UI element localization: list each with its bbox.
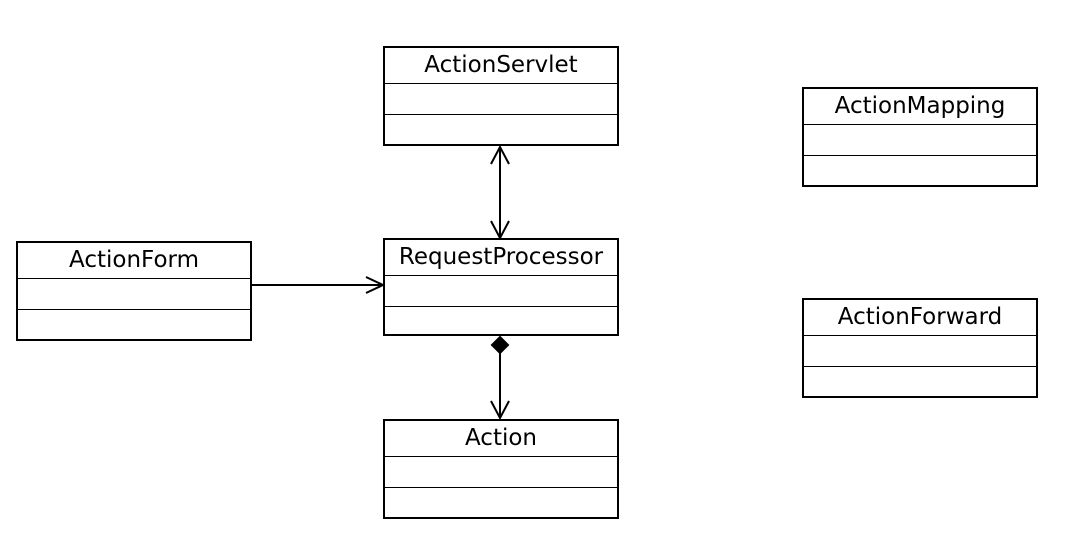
class-name-actionmapping: ActionMapping: [804, 89, 1036, 125]
class-actionforward: ActionForward: [802, 298, 1038, 398]
attributes-compartment-actionmapping: [804, 125, 1036, 156]
operations-compartment-action: [385, 488, 617, 517]
attributes-compartment-actionforward: [804, 336, 1036, 367]
class-actionservlet: ActionServlet: [383, 46, 619, 146]
class-actionform: ActionForm: [16, 241, 252, 341]
operations-compartment-actionforward: [804, 367, 1036, 396]
composition-processor-action: [490, 335, 510, 421]
class-requestprocessor: RequestProcessor: [383, 238, 619, 336]
operations-compartment-actionmapping: [804, 156, 1036, 185]
attributes-compartment-requestprocessor: [385, 276, 617, 307]
class-name-action: Action: [385, 421, 617, 457]
class-action: Action: [383, 419, 619, 519]
class-name-actionservlet: ActionServlet: [385, 48, 617, 84]
association-form-processor: [252, 276, 386, 294]
operations-compartment-actionservlet: [385, 115, 617, 144]
attributes-compartment-action: [385, 457, 617, 488]
association-servlet-processor: [490, 144, 510, 241]
operations-compartment-actionform: [18, 310, 250, 339]
attributes-compartment-actionform: [18, 279, 250, 310]
attributes-compartment-actionservlet: [385, 84, 617, 115]
operations-compartment-requestprocessor: [385, 307, 617, 336]
class-actionmapping: ActionMapping: [802, 87, 1038, 187]
class-name-requestprocessor: RequestProcessor: [385, 240, 617, 276]
class-name-actionforward: ActionForward: [804, 300, 1036, 336]
class-name-actionform: ActionForm: [18, 243, 250, 279]
